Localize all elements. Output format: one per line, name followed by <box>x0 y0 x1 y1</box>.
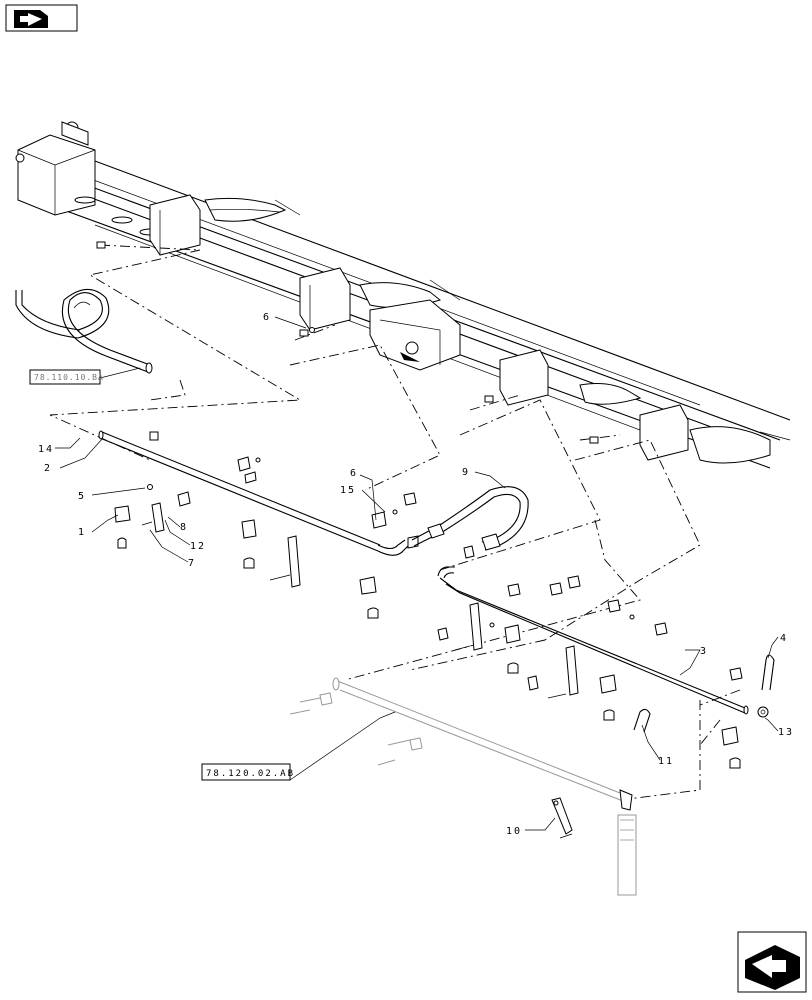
previous-page-icon[interactable] <box>5 4 78 32</box>
callout-8: 8 <box>180 522 188 533</box>
callout-13: 13 <box>778 727 794 738</box>
callout-2: 2 <box>44 463 52 474</box>
reference-label-top[interactable]: 78.110.10.BA <box>34 373 104 382</box>
callout-6-upper: 6 <box>263 312 271 323</box>
callout-12: 12 <box>190 541 206 552</box>
next-page-icon[interactable] <box>737 931 807 993</box>
callout-3: 3 <box>700 646 708 657</box>
reference-box-top[interactable] <box>29 369 101 385</box>
reference-label-bottom[interactable]: 78.120.02.AB <box>206 769 295 779</box>
reference-boom-pipe <box>289 677 637 896</box>
boom-frame <box>15 121 791 469</box>
callout-6-lower: 6 <box>350 468 358 479</box>
callout-10: 10 <box>506 826 522 837</box>
coiled-hose <box>15 288 153 374</box>
callout-11: 11 <box>658 756 674 767</box>
callout-4: 4 <box>780 633 788 644</box>
callout-1: 1 <box>78 527 86 538</box>
reference-box-bottom[interactable] <box>201 763 291 781</box>
callout-9: 9 <box>462 467 470 478</box>
callout-7: 7 <box>188 558 196 569</box>
callout-leaders <box>55 316 779 831</box>
lower-pipe-assembly <box>437 566 775 769</box>
callout-5: 5 <box>78 491 86 502</box>
frame-fasteners <box>96 241 599 444</box>
callout-14: 14 <box>38 444 54 455</box>
callout-15: 15 <box>340 485 356 496</box>
upper-pipe-assembly <box>98 430 529 619</box>
